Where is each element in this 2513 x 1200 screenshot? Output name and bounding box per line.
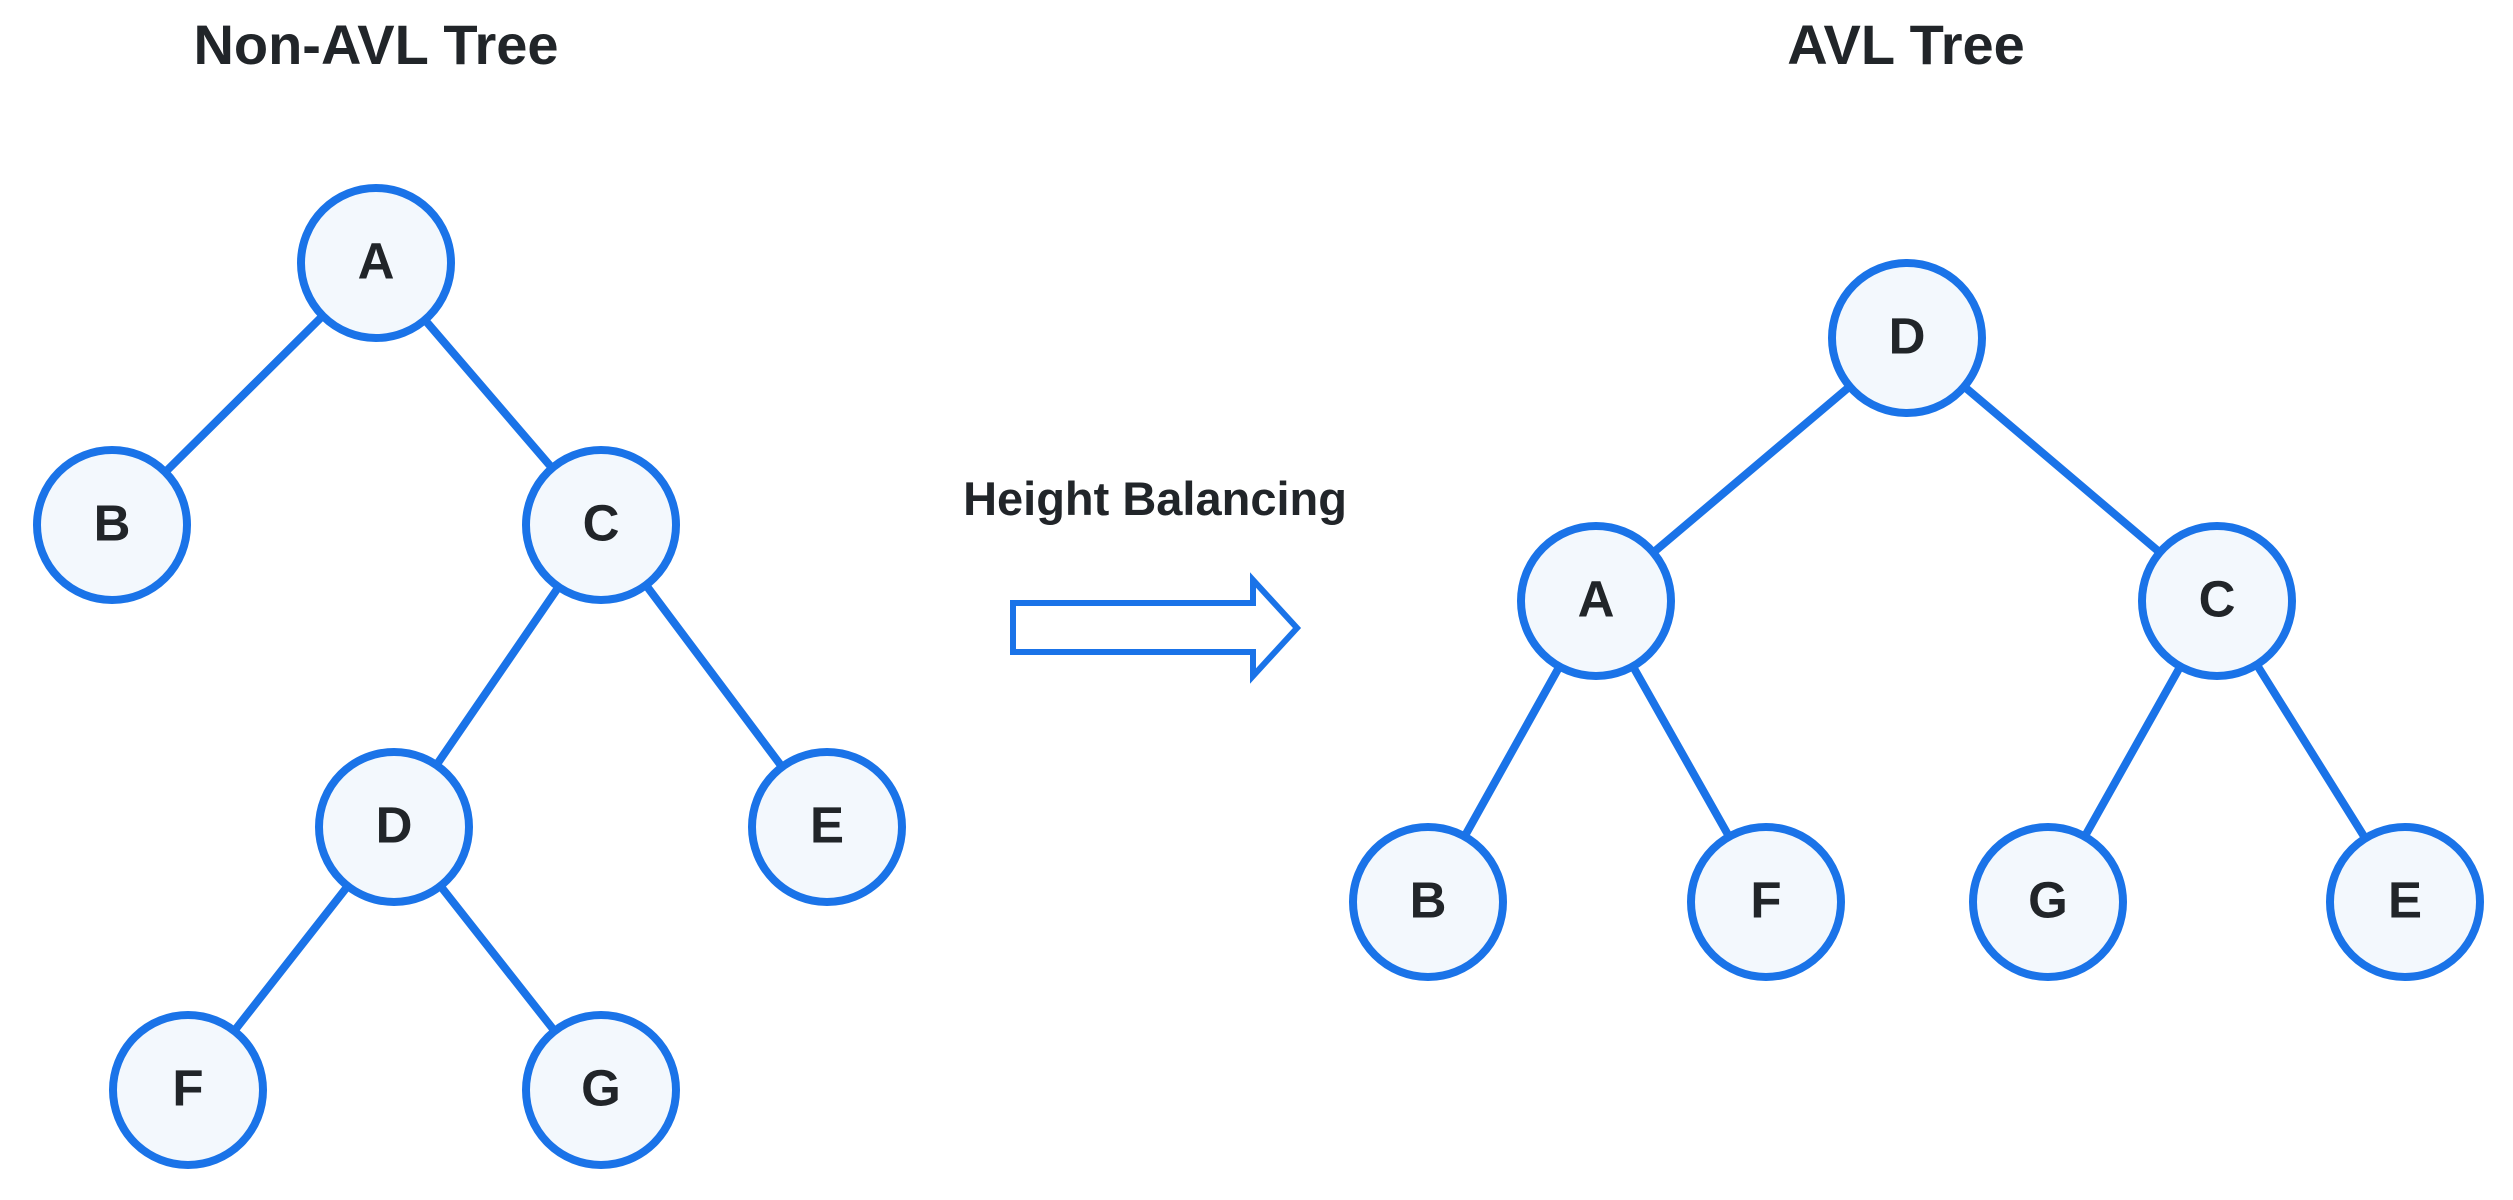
node-circle [748, 748, 906, 906]
node-label: C [583, 494, 620, 551]
transform-label: Height Balancing [963, 472, 1347, 525]
node-circle [2326, 823, 2484, 981]
node-label: B [94, 494, 131, 551]
non-avl-edge-c-d [432, 582, 563, 770]
node-label: E [810, 796, 844, 853]
avl-edge-a-f [1628, 662, 1734, 841]
non-avl-node-e: E [748, 748, 906, 906]
node-circle [1969, 823, 2127, 981]
node-label: C [2199, 570, 2236, 627]
right-tree-title: AVL Tree [1787, 13, 2025, 76]
non-avl-edge-d-f [230, 882, 352, 1035]
avl-node-b: B [1349, 823, 1507, 981]
node-circle [297, 184, 455, 342]
node-circle [2138, 522, 2296, 680]
non-avl-tree: A B C D E F G [33, 184, 906, 1169]
node-label: F [1750, 871, 1781, 928]
node-circle [1828, 259, 1986, 417]
avl-node-d: D [1828, 259, 1986, 417]
avl-node-c: C [2138, 522, 2296, 680]
node-label: D [1889, 307, 1926, 364]
node-label: G [581, 1059, 621, 1116]
non-avl-edge-a-c [420, 315, 557, 473]
avl-edge-c-e [2252, 660, 2370, 843]
left-tree-title: Non-AVL Tree [193, 13, 558, 76]
node-circle [1687, 823, 1845, 981]
node-circle [1349, 823, 1507, 981]
node-label: G [2028, 871, 2068, 928]
non-avl-edge-a-b [161, 311, 327, 477]
avl-tree: D A C B F G E [1349, 259, 2484, 981]
node-circle [33, 446, 191, 604]
non-avl-node-b: B [33, 446, 191, 604]
avl-edge-d-a [1649, 382, 1854, 557]
non-avl-edge-d-g [436, 881, 559, 1036]
node-label: D [376, 796, 413, 853]
non-avl-node-d: D [315, 748, 473, 906]
non-avl-node-a: A [297, 184, 455, 342]
node-label: A [1578, 570, 1615, 627]
node-circle [1517, 522, 1675, 680]
node-circle [109, 1011, 267, 1169]
non-avl-node-c: C [522, 446, 680, 604]
avl-edge-c-g [2080, 662, 2185, 841]
non-avl-edges [161, 311, 787, 1036]
avl-edges [1460, 382, 2370, 843]
avl-node-g: G [1969, 823, 2127, 981]
avl-node-f: F [1687, 823, 1845, 981]
node-label: E [2388, 871, 2422, 928]
node-circle [522, 1011, 680, 1169]
node-label: B [1410, 871, 1447, 928]
avl-edge-d-c [1960, 382, 2164, 557]
non-avl-node-f: F [109, 1011, 267, 1169]
node-label: A [358, 232, 395, 289]
node-label: F [172, 1059, 203, 1116]
avl-edge-a-b [1460, 662, 1564, 841]
right-arrow-icon [1010, 572, 1302, 684]
non-avl-edge-c-e [641, 581, 787, 771]
node-circle [315, 748, 473, 906]
node-circle [522, 446, 680, 604]
non-avl-node-g: G [522, 1011, 680, 1169]
avl-node-e: E [2326, 823, 2484, 981]
avl-node-a: A [1517, 522, 1675, 680]
